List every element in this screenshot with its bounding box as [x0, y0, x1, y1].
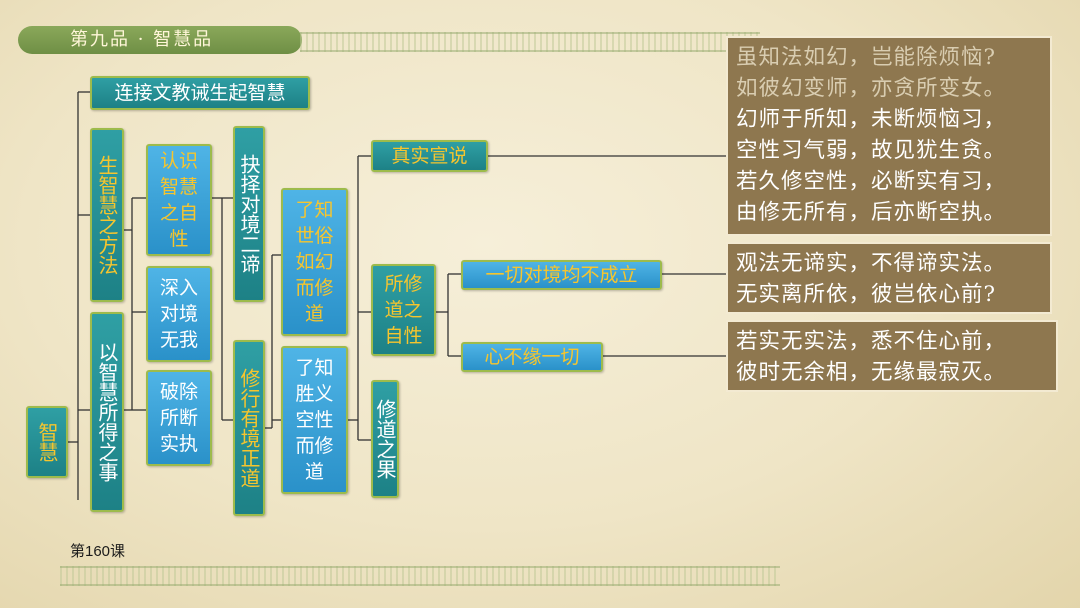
node-ultimate-label: 了知胜义空性而修道 — [295, 357, 334, 483]
verse-line: 观法无谛实，不得谛实法。 — [736, 251, 1007, 276]
node-no-establish: 一切对境均不成立 — [461, 260, 662, 290]
node-connect-label: 连接文教诫生起智慧 — [114, 82, 286, 104]
node-no-self: 深入对境无我 — [146, 266, 212, 362]
verse-line: 无实离所依，彼岂依心前? — [736, 282, 997, 307]
node-recognize-label: 认识智慧之自性 — [159, 150, 198, 250]
node-root-label: 智慧 — [35, 422, 59, 462]
verse-box-3: 若实无实法，悉不住心前， 彼时无余相，无缘最寂灭。 — [726, 320, 1058, 392]
node-fruit-label: 修道之果 — [373, 399, 397, 479]
verse-line: 虽知法如幻，岂能除烦恼? — [736, 45, 997, 70]
node-no-self-label: 深入对境无我 — [159, 277, 198, 351]
node-true-speech-label: 真实宣说 — [391, 145, 468, 167]
node-mind-no-cling-label: 心不缘一切 — [484, 346, 580, 368]
lesson-number: 第160课 — [70, 543, 126, 560]
footer-ornament — [60, 566, 780, 586]
node-conventional-label: 了知世俗如幻而修道 — [295, 199, 334, 325]
node-conventional: 了知世俗如幻而修道 — [281, 188, 348, 336]
node-ultimate: 了知胜义空性而修道 — [281, 346, 348, 494]
node-practice: 修行有境正道 — [233, 340, 265, 516]
node-method: 生智慧之方法 — [90, 128, 124, 302]
node-true-speech: 真实宣说 — [371, 140, 488, 172]
header-ornament — [300, 32, 760, 52]
verse-line: 若久修空性，必断实有习， — [736, 169, 1007, 194]
node-recognize: 认识智慧之自性 — [146, 144, 212, 256]
node-path-nature: 所修道之自性 — [371, 264, 436, 356]
node-no-establish-label: 一切对境均不成立 — [485, 264, 638, 286]
node-practice-label: 修行有境正道 — [237, 368, 261, 488]
verse-line: 若实无实法，悉不住心前， — [736, 329, 1007, 354]
verse-line: 由修无所有，后亦断空执。 — [736, 200, 1007, 225]
verse-box-2: 观法无谛实，不得谛实法。 无实离所依，彼岂依心前? — [726, 242, 1052, 314]
node-result: 以智慧所得之事 — [90, 312, 124, 512]
node-path-nature-label: 所修道之自性 — [384, 273, 423, 347]
page-title: 第九品 · 智慧品 — [70, 29, 214, 50]
node-connect: 连接文教诫生起智慧 — [90, 76, 310, 110]
node-mind-no-cling: 心不缘一切 — [461, 342, 603, 372]
verse-line: 空性习气弱，故见犹生贪。 — [736, 138, 1007, 163]
verse-line: 幻师于所知，未断烦恼习， — [736, 107, 1007, 132]
node-result-label: 以智慧所得之事 — [95, 342, 119, 482]
node-fruit: 修道之果 — [371, 380, 399, 498]
node-break-attach: 破除所断实执 — [146, 370, 212, 466]
verse-line: 如彼幻变师，亦贪所变女。 — [736, 76, 1007, 101]
node-method-label: 生智慧之方法 — [95, 155, 119, 275]
verse-line: 彼时无余相，无缘最寂灭。 — [736, 360, 1007, 385]
verse-box-1: 虽知法如幻，岂能除烦恼? 如彼幻变师，亦贪所变女。 幻师于所知，未断烦恼习， 空… — [726, 36, 1052, 236]
node-root-wisdom: 智慧 — [26, 406, 68, 478]
title-banner — [18, 26, 302, 54]
node-break-attach-label: 破除所断实执 — [159, 381, 198, 455]
node-choose-label: 抉择对境二谛 — [237, 154, 261, 274]
node-choose: 抉择对境二谛 — [233, 126, 265, 302]
